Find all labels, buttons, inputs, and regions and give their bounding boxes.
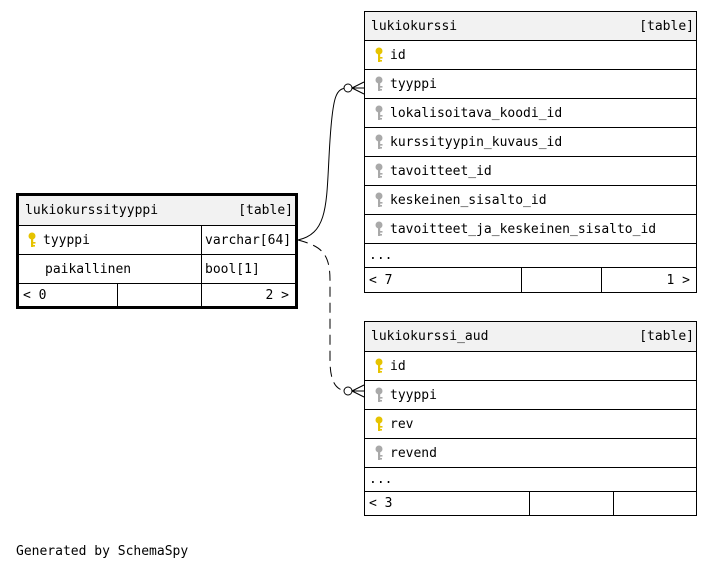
parents-count[interactable]: < 3 xyxy=(369,496,393,511)
cell-divider xyxy=(117,284,118,306)
children-count[interactable]: 1 > xyxy=(666,272,690,288)
column-row[interactable]: paikallinen bool[1] xyxy=(19,255,295,284)
cell-divider xyxy=(529,492,530,515)
column-name: tyyppi xyxy=(390,76,437,92)
column-type: bool[1] xyxy=(205,261,260,277)
column-name: id xyxy=(390,358,406,374)
relationship-lukiokurssi-crowfoot xyxy=(351,81,365,95)
column-name: lokalisoitava_koodi_id xyxy=(390,105,563,121)
table-lukiokurssi-aud[interactable]: lukiokurssi_aud [table] id tyyppi rev re… xyxy=(364,321,697,516)
column-name: tyyppi xyxy=(43,232,90,248)
generated-by-label: Generated by SchemaSpy xyxy=(16,544,189,559)
column-row[interactable]: id xyxy=(365,352,696,381)
table-footer: < 3 xyxy=(365,492,696,515)
column-name-cell: tyyppi xyxy=(27,226,90,254)
cell-divider xyxy=(201,226,202,254)
more-columns-row: ... xyxy=(365,244,696,268)
foreign-key-icon xyxy=(375,445,383,460)
table-header[interactable]: lukiokurssi_aud [table] xyxy=(365,322,696,352)
relationship-lukiokurssi-aud-tyyppi xyxy=(297,239,349,392)
column-name: paikallinen xyxy=(45,261,132,277)
column-row[interactable]: rev xyxy=(365,410,696,439)
cell-divider xyxy=(521,268,522,292)
table-footer: < 0 2 > xyxy=(19,284,295,306)
table-tag: [table] xyxy=(238,203,293,218)
foreign-key-icon xyxy=(375,134,383,149)
column-name: tavoitteet_id xyxy=(390,163,492,179)
primary-key-icon xyxy=(375,358,383,373)
column-row[interactable]: keskeinen_sisalto_id xyxy=(365,186,696,215)
relationship-lukiokurssi-aud-optional-marker xyxy=(343,386,353,396)
parents-count[interactable]: < 0 xyxy=(23,287,47,303)
column-name: rev xyxy=(390,416,414,432)
more-columns-ellipsis: ... xyxy=(369,248,393,263)
column-type: varchar[64] xyxy=(205,232,292,248)
cell-divider xyxy=(601,268,602,292)
primary-key-icon xyxy=(375,47,383,62)
foreign-key-icon xyxy=(375,192,383,207)
column-row[interactable]: tyyppi varchar[64] xyxy=(19,226,295,255)
column-row[interactable]: kurssityypin_kuvaus_id xyxy=(365,128,696,157)
column-name: tyyppi xyxy=(390,387,437,403)
column-row[interactable]: revend xyxy=(365,439,696,468)
cell-divider xyxy=(201,255,202,283)
foreign-key-icon xyxy=(375,221,383,236)
relationship-lukiokurssi-optional-marker xyxy=(343,83,353,93)
parents-count[interactable]: < 7 xyxy=(369,272,393,288)
table-footer: < 7 1 > xyxy=(365,268,696,292)
foreign-key-icon xyxy=(375,105,383,120)
relationship-lukiokurssi-tyyppi xyxy=(297,87,349,241)
column-name: tavoitteet_ja_keskeinen_sisalto_id xyxy=(390,221,657,237)
relationship-lukiokurssi-aud-crowfoot xyxy=(351,384,365,398)
table-tag: [table] xyxy=(639,329,694,344)
table-name: lukiokurssi xyxy=(371,18,458,34)
table-name: lukiokurssityyppi xyxy=(25,203,159,218)
column-name: kurssityypin_kuvaus_id xyxy=(390,134,563,150)
column-name: id xyxy=(390,47,406,63)
column-name: revend xyxy=(390,445,437,461)
cell-divider xyxy=(201,284,202,306)
column-row[interactable]: id xyxy=(365,41,696,70)
children-count[interactable]: 2 > xyxy=(265,287,289,303)
table-tag: [table] xyxy=(639,18,694,34)
primary-key-icon xyxy=(375,416,383,431)
more-columns-row: ... xyxy=(365,468,696,492)
table-header[interactable]: lukiokurssityyppi [table] xyxy=(19,196,295,226)
foreign-key-icon xyxy=(375,76,383,91)
table-lukiokurssi[interactable]: lukiokurssi [table] id tyyppi lokalisoit… xyxy=(364,11,697,293)
column-row[interactable]: tyyppi xyxy=(365,381,696,410)
primary-key-icon xyxy=(28,232,36,247)
column-row[interactable]: tavoitteet_ja_keskeinen_sisalto_id xyxy=(365,215,696,244)
column-row[interactable]: tyyppi xyxy=(365,70,696,99)
more-columns-ellipsis: ... xyxy=(369,472,393,487)
foreign-key-icon xyxy=(375,387,383,402)
column-row[interactable]: lokalisoitava_koodi_id xyxy=(365,99,696,128)
table-name: lukiokurssi_aud xyxy=(371,329,489,344)
cell-divider xyxy=(613,492,614,515)
column-name: keskeinen_sisalto_id xyxy=(390,192,547,208)
table-lukiokurssityyppi[interactable]: lukiokurssityyppi [table] tyyppi varchar… xyxy=(16,193,298,309)
foreign-key-icon xyxy=(375,163,383,178)
column-row[interactable]: tavoitteet_id xyxy=(365,157,696,186)
table-header[interactable]: lukiokurssi [table] xyxy=(365,12,696,41)
